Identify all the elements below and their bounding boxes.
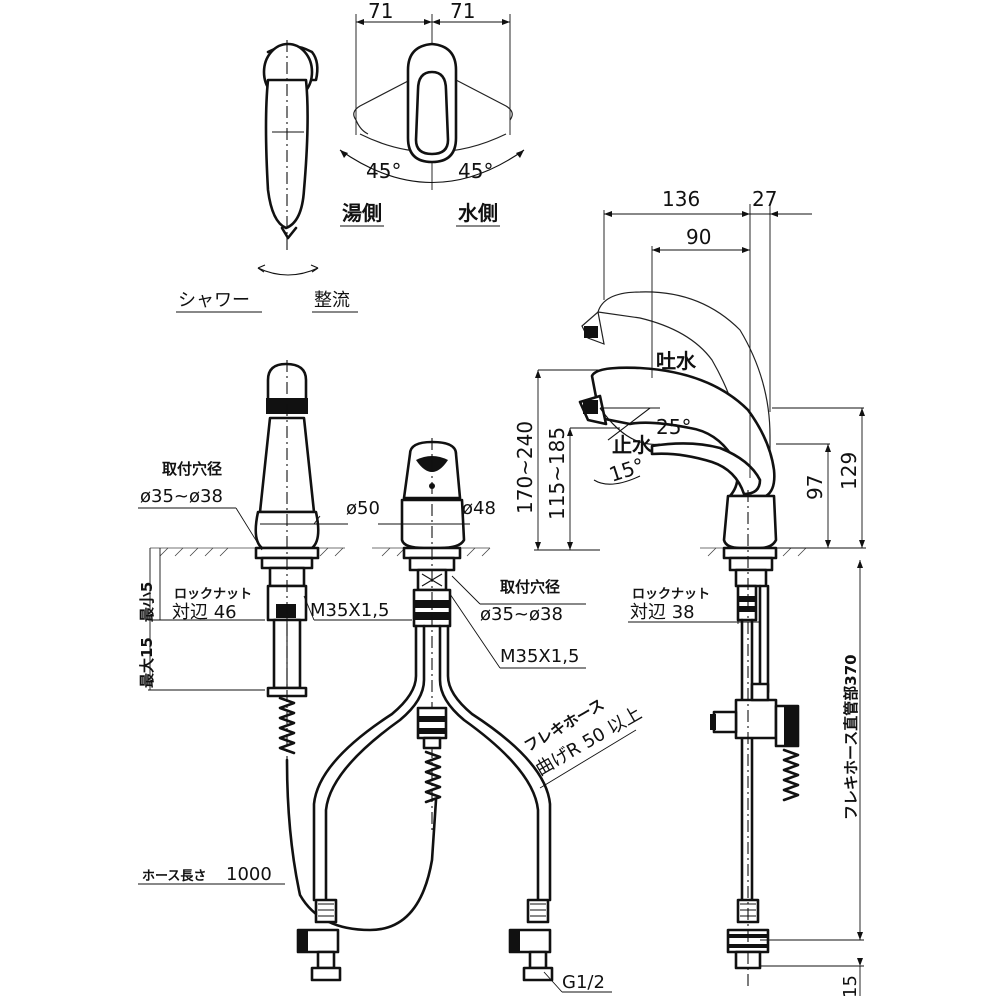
thread-mid-label: M35X1,5 <box>500 646 579 667</box>
mount-hole-left-label: 取付穴径 <box>162 460 222 478</box>
height-range2-label: 115~185 <box>545 427 569 520</box>
nut-side-left: 対辺 46 <box>172 602 237 623</box>
lock-nut-left-label: ロックナット <box>174 587 252 602</box>
thread-left-label: M35X1,5 <box>310 600 389 621</box>
lock-nut-right-label: ロックナット <box>632 587 710 602</box>
angle-up-label: 25° <box>656 415 691 439</box>
side-total-depth: 136 <box>662 187 700 211</box>
dia-50-label: ø50 <box>346 498 380 519</box>
stop-water-label: 止水 <box>612 433 653 457</box>
flex-hose-length-label: フレキホース直管部370 <box>842 654 860 820</box>
cold-side-label: 水側 <box>458 201 498 225</box>
spout-water-label: 吐水 <box>656 349 697 373</box>
bottom-15-label: 15 <box>840 975 861 998</box>
nut-side-right: 対辺 38 <box>630 602 695 623</box>
mount-hole-mid-label: 取付穴径 <box>500 578 560 596</box>
hole-range-mid: ø35~ø38 <box>480 604 563 625</box>
faucet-side-view <box>534 204 866 996</box>
angle-left-label: 45° <box>366 159 401 183</box>
height-range-label: 170~240 <box>513 421 537 514</box>
hole-range-left: ø35~ø38 <box>140 486 223 507</box>
height-129-label: 129 <box>837 452 861 490</box>
straight-flow-label: 整流 <box>314 290 350 311</box>
hot-side-label: 湯側 <box>342 201 382 225</box>
hose-length-value: 1000 <box>226 864 272 885</box>
height-97-label: 97 <box>803 475 827 500</box>
hose-length-label: ホース長さ <box>142 869 206 884</box>
side-extra-depth: 27 <box>752 187 777 211</box>
angle-down-label: 15° <box>606 453 647 487</box>
top-width-right: 71 <box>450 0 475 23</box>
shower-head-side-view <box>257 40 319 276</box>
shower-faucet-front-view <box>138 360 438 932</box>
shower-label: シャワー <box>178 290 250 311</box>
handle-top-view <box>339 14 525 190</box>
top-width-left: 71 <box>368 0 393 23</box>
side-spout-reach: 90 <box>686 225 711 249</box>
thickness-label: 最大15 最小5 <box>138 582 156 688</box>
dia-48-label: ø48 <box>462 498 496 519</box>
angle-right-label: 45° <box>458 159 493 183</box>
connector-label: G1/2 <box>562 972 605 993</box>
main-faucet-front-view <box>138 438 637 993</box>
